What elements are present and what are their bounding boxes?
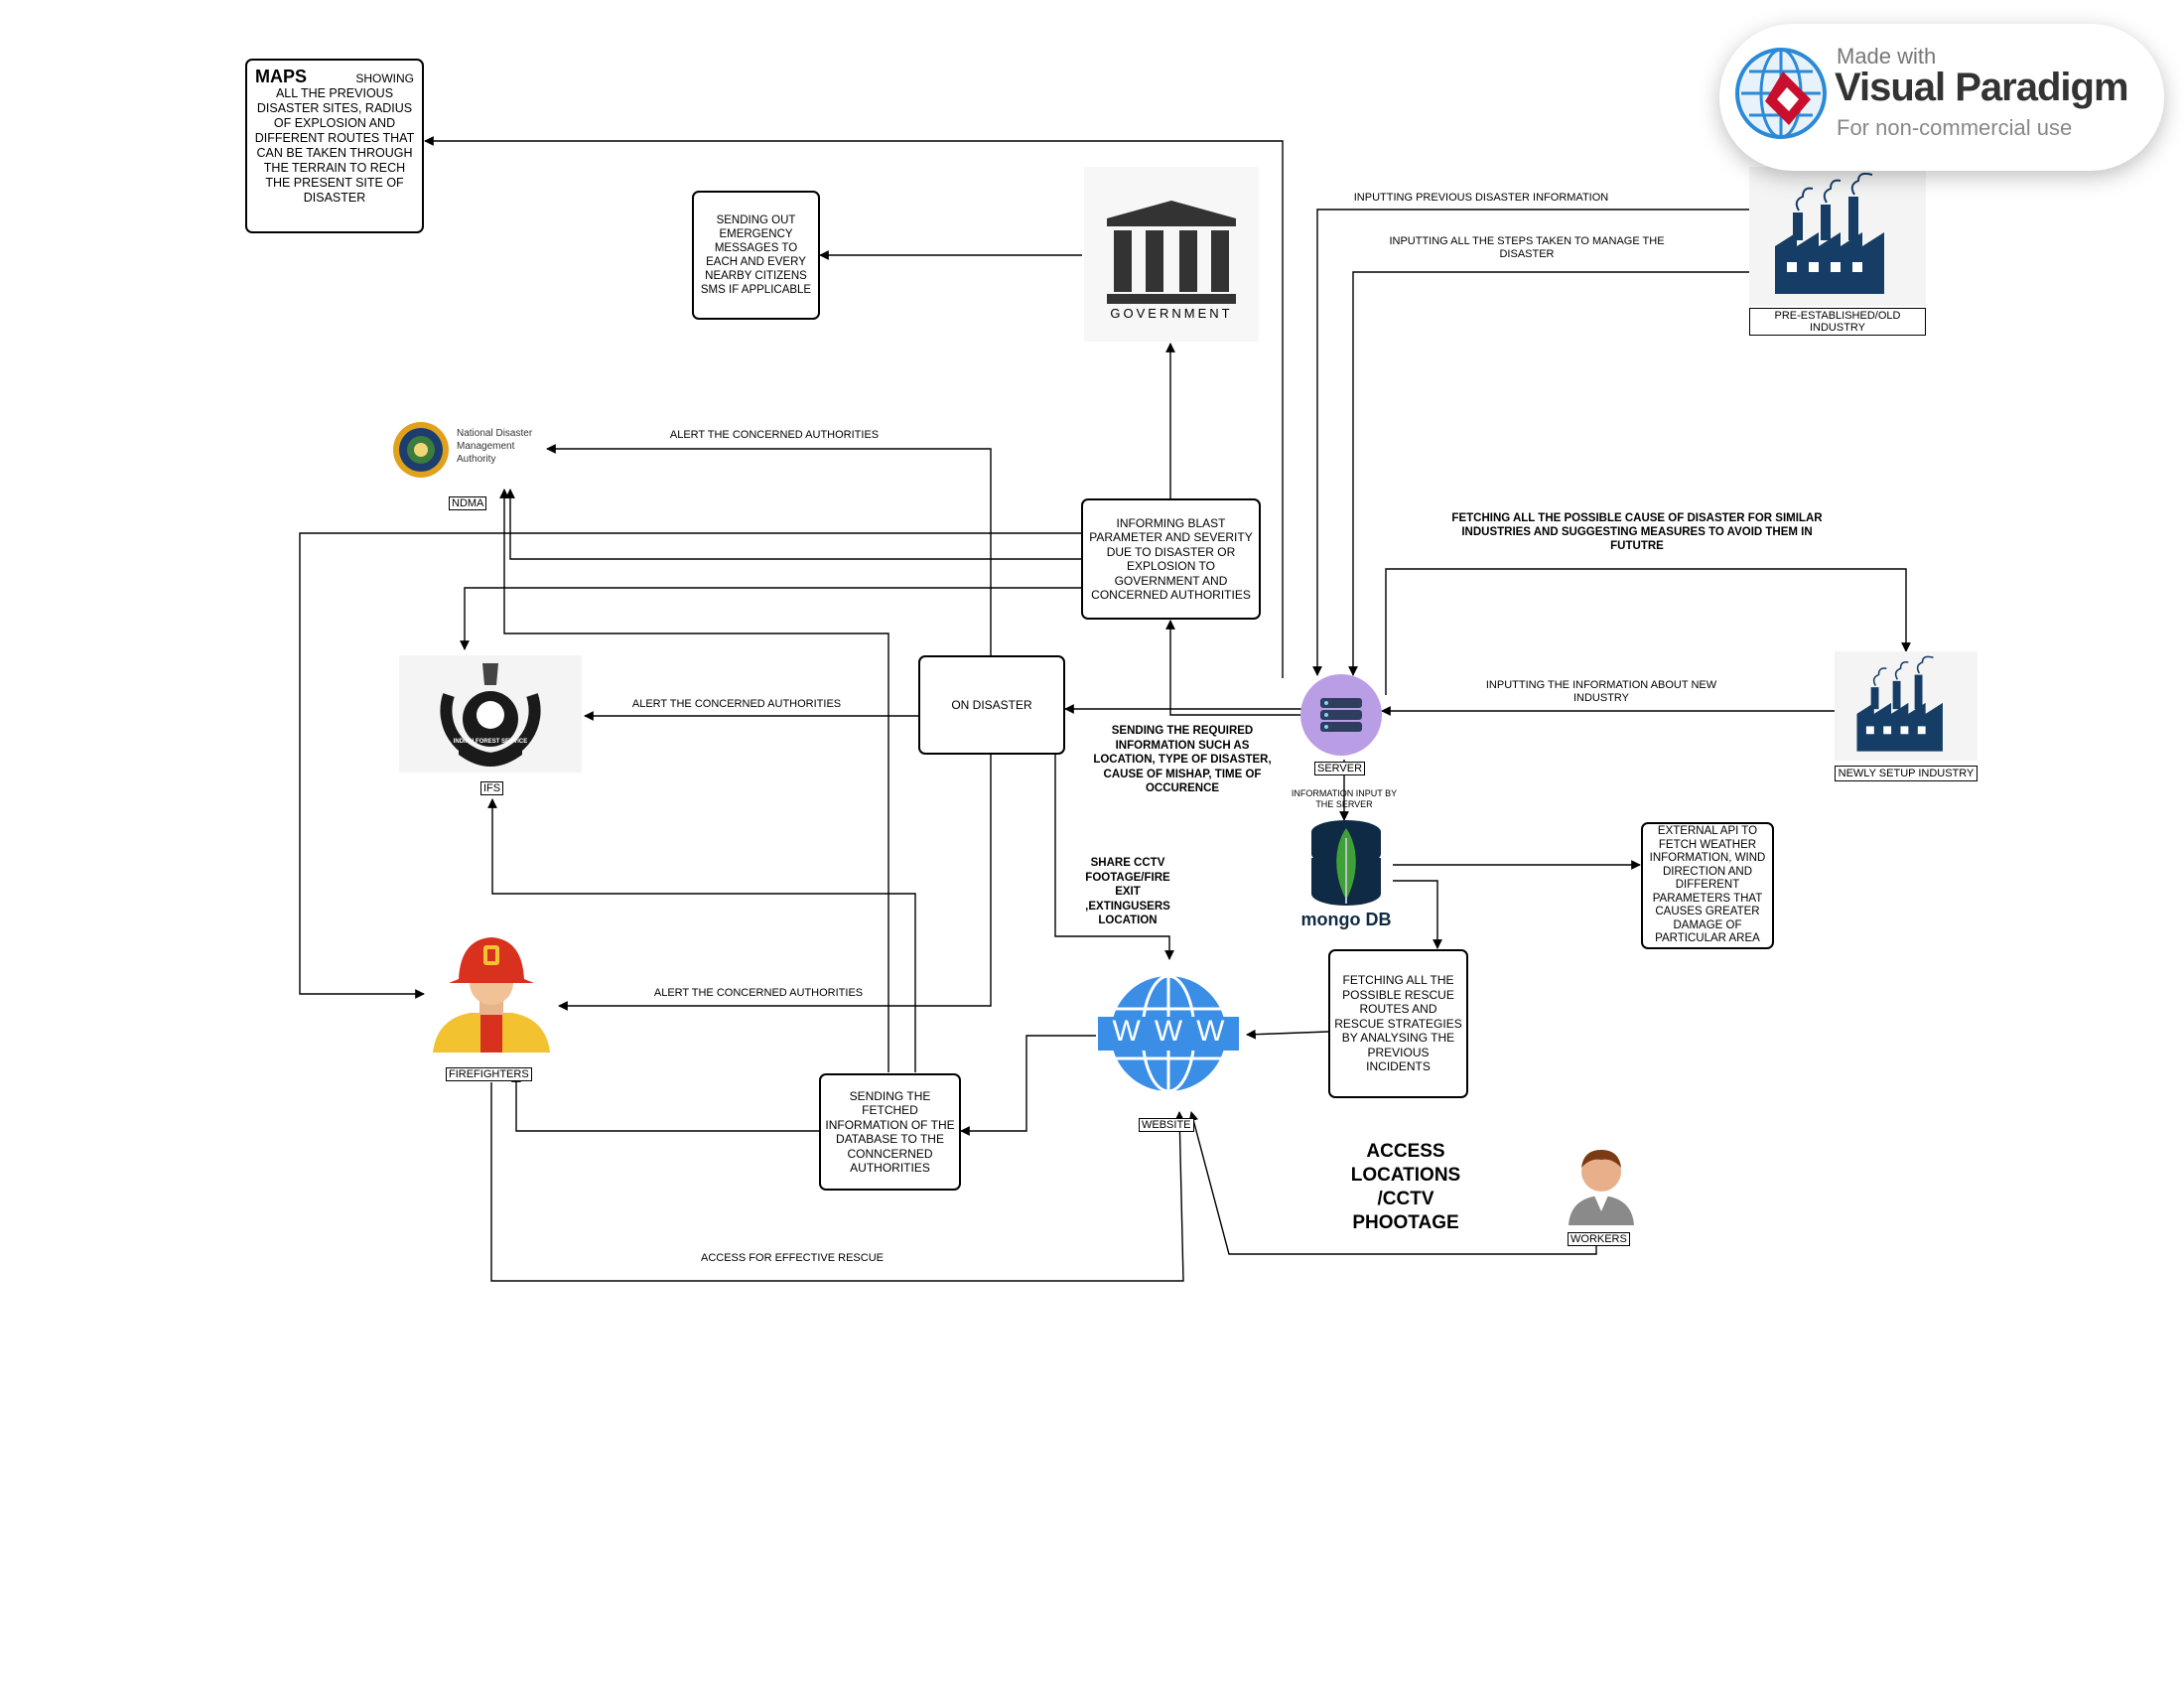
edge-sendingfetched-to-ndma: [499, 489, 889, 1072]
firefighters-node: [423, 923, 560, 1062]
edge-informing-to-ifs: [460, 587, 1082, 650]
factory-icon: [1775, 172, 1884, 294]
old-industry-node: [1749, 167, 1926, 306]
factory-icon: [1856, 655, 1943, 752]
government-node: GOVERNMENT: [1084, 167, 1259, 342]
edge-server-to-newindustry: [1385, 568, 1911, 695]
firefighters-label: FIREFIGHTERS: [446, 1067, 532, 1081]
edge-server-to-maps: [424, 136, 1284, 678]
ifs-node: INDIAN FOREST SERVICE: [399, 655, 582, 773]
ifs-emblem-icon: [440, 663, 541, 767]
server-icon: [1300, 674, 1382, 756]
edge-label-access-rescue: ACCESS FOR EFFECTIVE RESCUE: [701, 1252, 884, 1264]
database-icon: [1311, 820, 1381, 906]
website-label: WEBSITE: [1139, 1118, 1194, 1132]
workers-node: [1567, 1142, 1636, 1227]
informing-blast-box: INFORMING BLAST PARAMETER AND SEVERITY D…: [1081, 498, 1261, 620]
new-industry-label: NEWLY SETUP INDUSTRY: [1835, 766, 1978, 781]
edge-informing-to-ndma: [505, 489, 1082, 560]
on-disaster-box: ON DISASTER: [918, 655, 1065, 755]
edge-mongo-to-fetching: [1393, 880, 1442, 949]
government-label: GOVERNMENT: [1110, 306, 1233, 321]
maps-showing: SHOWING: [355, 71, 414, 85]
edge-fetching-to-website: [1246, 1029, 1329, 1040]
edge-label-alert-ifs: ALERT THE CONCERNED AUTHORITIES: [631, 698, 842, 710]
edge-label-alert-firefighters: ALERT THE CONCERNED AUTHORITIES: [653, 987, 864, 999]
visual-paradigm-logo-icon: [1735, 48, 1827, 139]
maps-box: MAPS SHOWING ALL THE PREVIOUS DISASTER S…: [245, 59, 424, 233]
edge-label-inputting-steps: INPUTTING ALL THE STEPS TAKEN TO MANAGE …: [1389, 235, 1665, 260]
website-www-text: WWW: [1112, 1015, 1239, 1048]
ndma-logo-text: National Disaster Management Authority: [457, 428, 533, 465]
edge-label-sending-required: SENDING THE REQUIRED INFORMATION SUCH AS…: [1093, 725, 1272, 794]
ifs-label: IFS: [480, 781, 504, 795]
old-industry-label: PRE-ESTABLISHED/OLD INDUSTRY: [1749, 308, 1926, 336]
edge-ondisaster-to-website: [1054, 755, 1174, 960]
fetching-routes-box: FETCHING ALL THE POSSIBLE RESCUE ROUTES …: [1328, 949, 1468, 1098]
sms-emergency-box: SENDING OUT EMERGENCY MESSAGES TO EACH A…: [692, 191, 820, 320]
server-node: [1300, 674, 1382, 756]
edge-ondisaster-to-firefighters: [558, 755, 992, 1011]
visual-paradigm-watermark: Made with Visual Paradigm For non-commer…: [1719, 24, 2164, 171]
edge-label-fetching-causes: FETCHING ALL THE POSSIBLE CAUSE OF DISAS…: [1451, 512, 1823, 552]
info-input-label: INFORMATION INPUT BY THE SERVER: [1291, 788, 1398, 809]
new-industry-node: [1835, 651, 1978, 761]
mongodb-label: mongo DB: [1300, 910, 1392, 929]
edge-ondisaster-to-ndma: [546, 444, 992, 655]
website-node: WWW: [1098, 973, 1239, 1094]
globe-icon: [1098, 974, 1239, 1093]
watermark-note: For non-commercial use: [1837, 115, 2073, 140]
sending-fetched-box: SENDING THE FETCHED INFORMATION OF THE D…: [819, 1073, 961, 1191]
edge-sendingfetched-to-ifs: [487, 798, 916, 1072]
worker-person-icon: [1569, 1150, 1634, 1225]
ndma-label: NDMA: [449, 496, 487, 510]
edge-label-inputting-previous: INPUTTING PREVIOUS DISASTER INFORMATION: [1353, 192, 1609, 204]
edge-workers-to-website: [1188, 1111, 1597, 1255]
maps-body: ALL THE PREVIOUS DISASTER SITES, RADIUS …: [254, 86, 415, 205]
edge-informing-to-firefighters: [299, 532, 1082, 999]
watermark-made-with: Made with: [1837, 44, 1937, 69]
ifs-logo-text: INDIAN FOREST SERVICE: [453, 739, 528, 745]
ndma-emblem-icon: [393, 422, 449, 478]
edge-label-share-cctv: SHARE CCTV FOOTAGE/FIRE EXIT ,EXTINGUSER…: [1085, 857, 1170, 926]
edge-label-alert-ndma: ALERT THE CONCERNED AUTHORITIES: [669, 429, 880, 441]
edge-oldindustry-steps-to-server: [1348, 271, 1749, 676]
workers-label: WORKERS: [1568, 1232, 1630, 1246]
external-api-box: EXTERNAL API TO FETCH WEATHER INFORMATIO…: [1641, 822, 1774, 949]
watermark-brand: Visual Paradigm: [1835, 66, 2129, 109]
server-label: SERVER: [1314, 762, 1366, 775]
ndma-node: National Disaster Management Authority: [391, 409, 546, 489]
government-building-icon: [1107, 201, 1236, 304]
mongodb-node: mongo DB: [1300, 818, 1392, 935]
edge-sendingfetched-to-firefighters: [511, 1072, 819, 1132]
edge-oldindustry-previous-to-server: [1312, 209, 1749, 676]
edge-label-inputting-new: INPUTTING THE INFORMATION ABOUT NEW INDU…: [1485, 679, 1717, 704]
edge-label-access-locations: ACCESS LOCATIONS /CCTV PHOOTAGE: [1350, 1141, 1461, 1233]
edge-firefighters-to-website: [490, 1082, 1185, 1282]
edge-server-to-informing: [1165, 620, 1300, 716]
edge-website-to-sendingfetched: [960, 1035, 1096, 1136]
maps-title: MAPS: [255, 67, 308, 86]
firefighter-icon: [433, 937, 550, 1053]
